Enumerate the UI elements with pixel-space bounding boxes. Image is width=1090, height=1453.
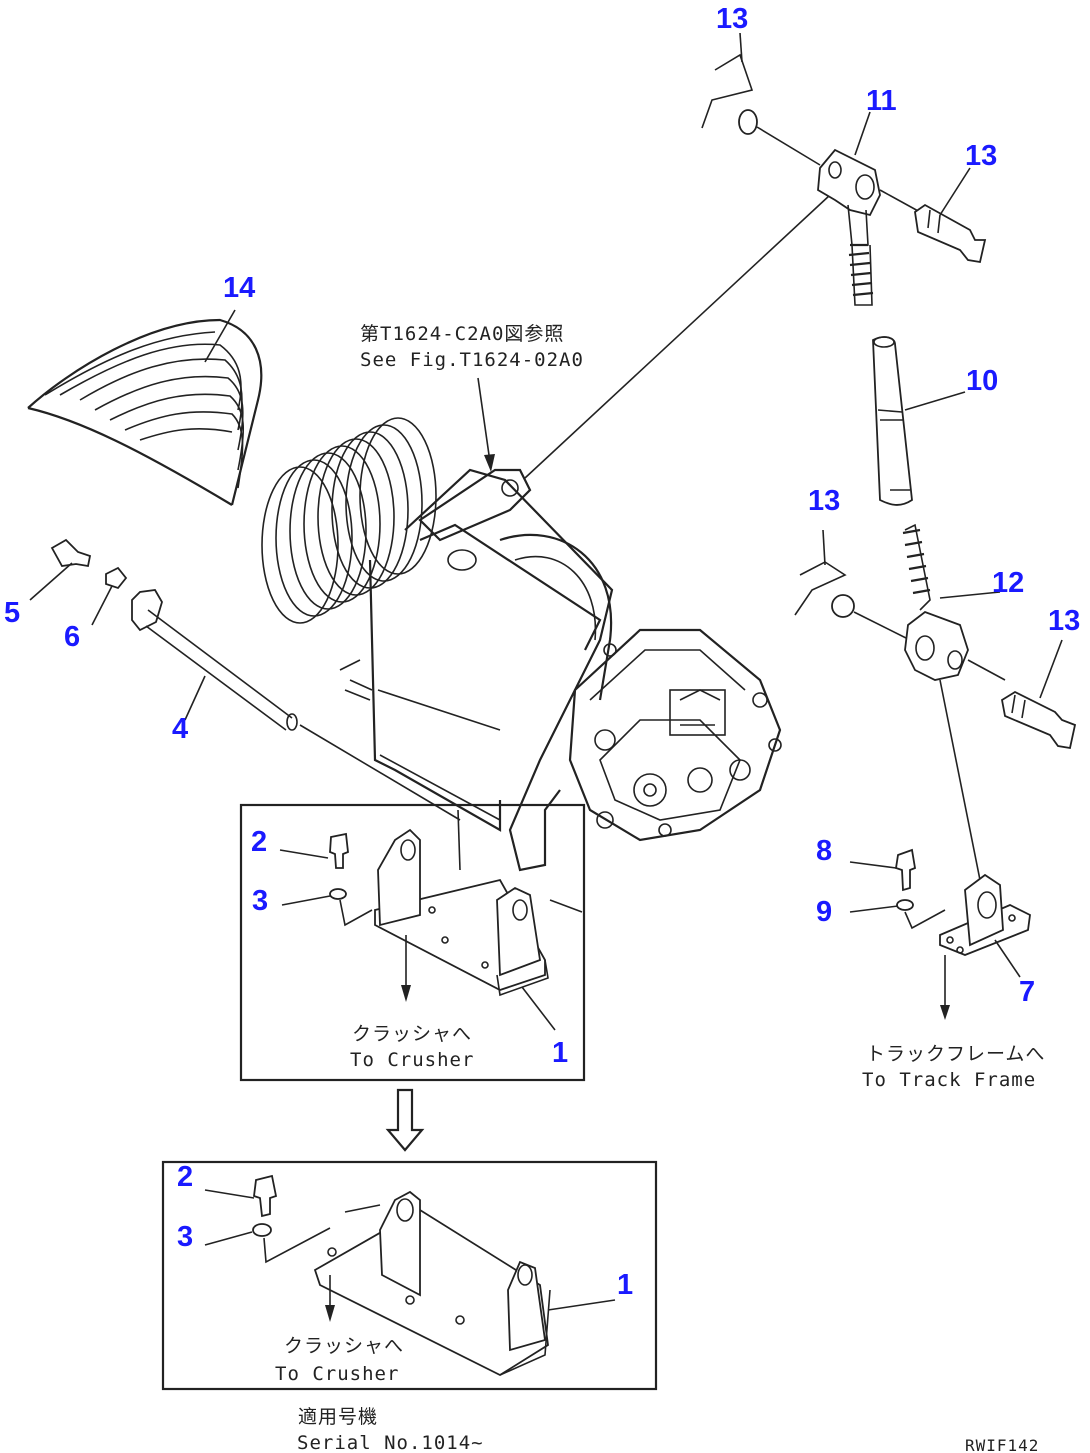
callout-3: 3 [252, 885, 268, 917]
callout-4: 4 [172, 713, 188, 745]
leader-12 [939, 591, 1001, 599]
callout-6: 6 [64, 621, 80, 653]
callout-12: 12 [992, 567, 1024, 599]
callout-5: 5 [4, 597, 20, 629]
part-9-washer [896, 899, 914, 911]
callout-7: 7 [1019, 976, 1035, 1008]
to-crusher-en-lower: To Crusher [275, 1363, 399, 1385]
part-10-tube [872, 336, 913, 506]
leader-4 [184, 675, 206, 721]
part-4-pin [131, 589, 298, 731]
part-11-rod-end [817, 148, 881, 306]
to-track-en: To Track Frame [862, 1069, 1036, 1091]
callout-13: 13 [808, 485, 840, 517]
callout-2: 2 [177, 1161, 193, 1193]
leader-10 [904, 391, 966, 411]
motor-gearbox [568, 628, 782, 842]
part-7-bracket [939, 873, 1031, 956]
callout-11: 11 [866, 85, 897, 117]
mount-line-9 [904, 909, 946, 930]
drum-housing [404, 468, 614, 872]
linkage-12-7 [939, 679, 986, 906]
detail-box-lower [161, 1160, 658, 1391]
leader-8 [849, 861, 897, 869]
leader-5 [29, 562, 73, 601]
winch-drum-assembly [261, 417, 782, 872]
callout-numbers: 13 11 13 14 10 13 12 13 5 6 4 2 3 1 8 9 … [4, 3, 1080, 1301]
part-13-cotter-mid [794, 529, 847, 616]
part-13-washer-top [738, 109, 758, 135]
drum-top-bracket [418, 468, 532, 542]
leader-3b [204, 1231, 253, 1246]
part-13-pin-mid [1001, 690, 1077, 750]
pin-line-upper [457, 809, 461, 871]
part-13-cotter-top [701, 32, 754, 129]
arrow-to-crusher-lower [325, 1275, 335, 1322]
arrow-to-track-frame [940, 955, 950, 1020]
leader-1b [547, 1299, 616, 1311]
callout-13: 13 [716, 3, 748, 35]
part-13-washer-mid [831, 594, 855, 618]
detail-box-upper [239, 803, 586, 1082]
serial-note-jp: 適用号機 [298, 1406, 378, 1428]
leader-6 [91, 585, 113, 626]
to-crusher-jp-upper: クラッシャへ [352, 1023, 472, 1045]
edge-line-upper [549, 899, 583, 913]
part-3-washer-lower [252, 1223, 272, 1237]
part-1-bracket-lower [313, 1190, 551, 1377]
callout-13: 13 [965, 140, 997, 172]
part-2-bolt-lower [253, 1174, 278, 1218]
axis-11-left [756, 126, 821, 166]
leader-1a [521, 986, 556, 1031]
pin-line-lower [344, 1204, 381, 1213]
axis-12-left [853, 611, 911, 641]
part-12-rod-end [902, 523, 969, 681]
leader-14 [204, 309, 236, 363]
leader-13b [939, 167, 971, 216]
leader-9 [849, 905, 899, 913]
callout-3: 3 [177, 1221, 193, 1253]
part-2-bolt-upper [329, 832, 349, 869]
to-track-jp: トラックフレームへ [866, 1043, 1045, 1065]
part-5-bolt [50, 538, 92, 568]
to-crusher-jp-lower: クラッシャへ [284, 1335, 404, 1357]
part-8-bolt [894, 848, 917, 892]
callout-1: 1 [552, 1037, 568, 1069]
ref-note-arrow [477, 377, 495, 472]
linkage-line [524, 194, 831, 479]
part-13-pin-top [914, 203, 987, 264]
part-6-nut [105, 566, 128, 590]
mount-line-3a [339, 899, 373, 927]
callout-14: 14 [223, 272, 255, 304]
ref-note-jp: 第T1624-C2A0図参照 [360, 323, 564, 345]
callout-9: 9 [816, 896, 832, 928]
to-crusher-en-upper: To Crusher [350, 1049, 474, 1071]
axis-11-right [879, 189, 921, 213]
leader-13d [1039, 639, 1063, 699]
leader-2a [279, 849, 329, 859]
mount-line-3b [263, 1227, 331, 1264]
axis-12-right [967, 659, 1006, 681]
revision-arrow [385, 1088, 425, 1152]
part-1-bracket-upper [374, 828, 549, 997]
drum-coil-rings [261, 417, 437, 624]
leader-11 [854, 111, 871, 156]
part-3-washer-upper [329, 888, 347, 900]
ref-note-en: See Fig.T1624-02A0 [360, 349, 584, 371]
serial-note-en: Serial No.1014~ [297, 1432, 484, 1453]
callout-13: 13 [1048, 605, 1080, 637]
drawing-id: RWIF142 [965, 1436, 1039, 1453]
part-14-drum-cover [27, 318, 263, 506]
callout-2: 2 [251, 826, 267, 858]
callout-1: 1 [617, 1269, 633, 1301]
callout-8: 8 [816, 835, 832, 867]
leader-2b [204, 1189, 255, 1199]
arrow-to-crusher-upper [401, 935, 411, 1002]
leader-3a [281, 895, 331, 906]
callout-10: 10 [966, 365, 998, 397]
leader-7 [994, 939, 1021, 978]
